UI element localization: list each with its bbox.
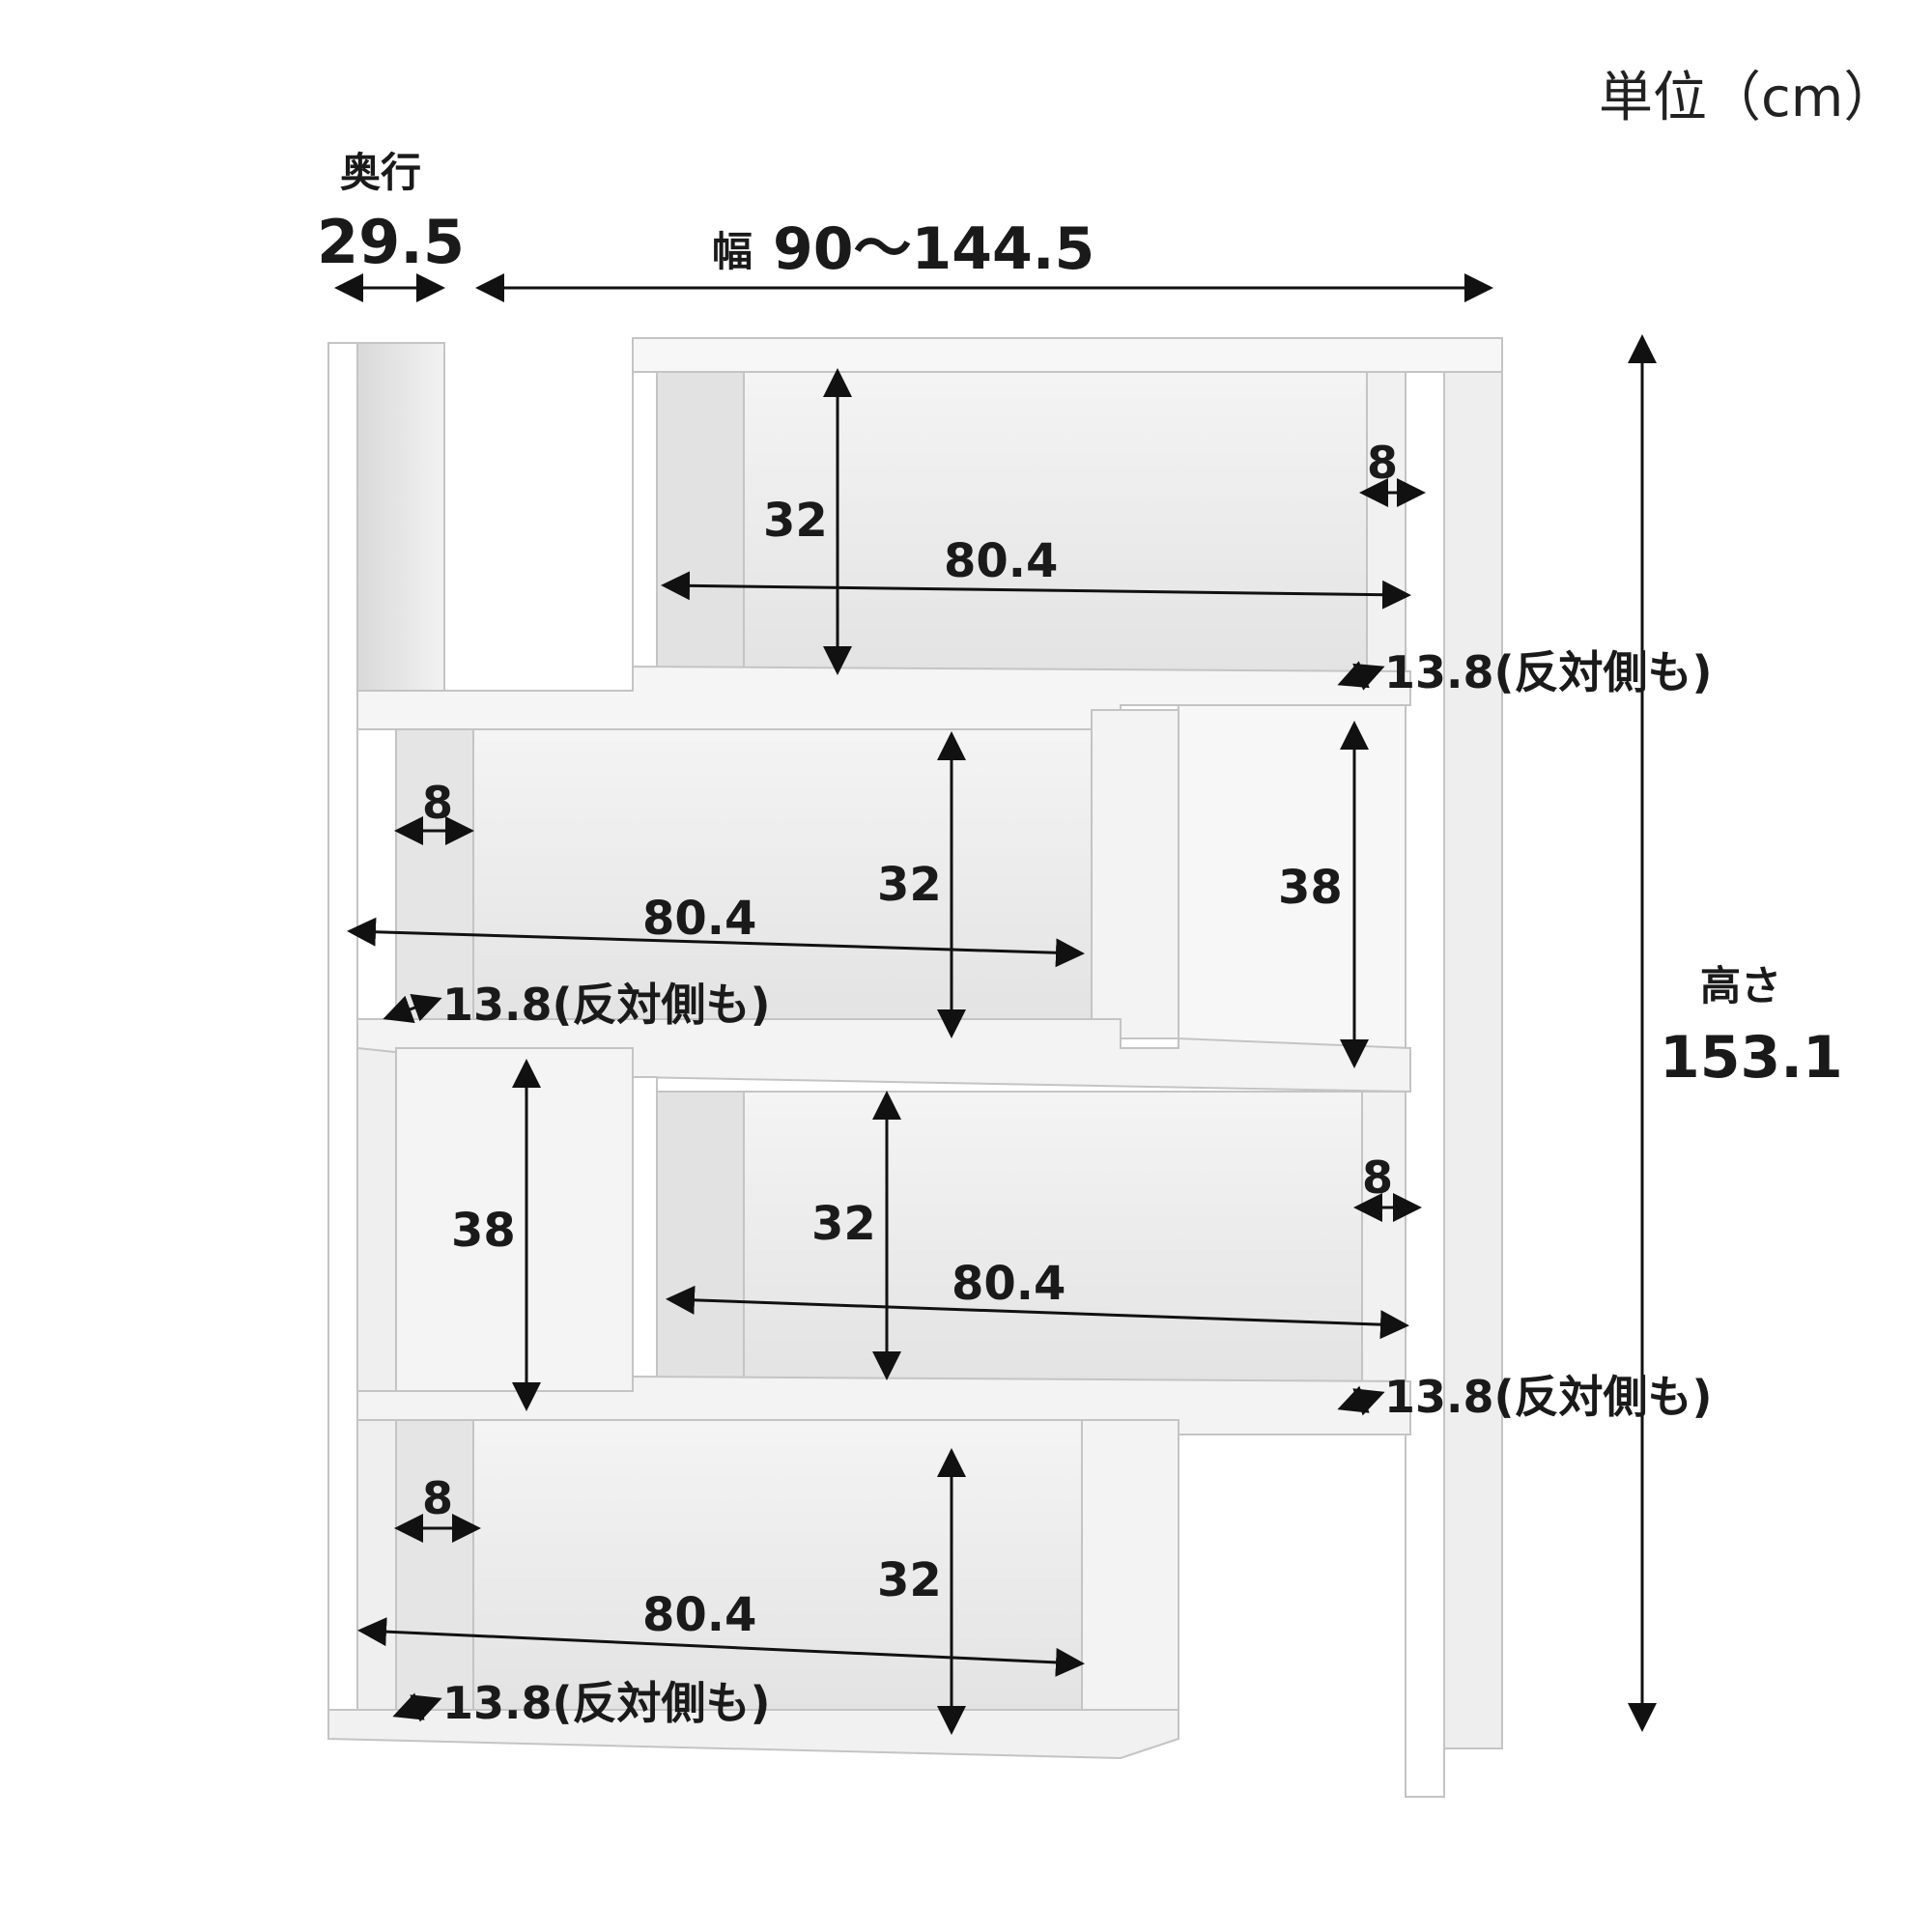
c3-depth-arrow — [1337, 1385, 1385, 1416]
c3-depth-label: 13.8(反対側も) — [1384, 1371, 1713, 1423]
left-post-front — [327, 342, 358, 1740]
unit-label: 単位（cm） — [1599, 67, 1898, 129]
c4-depth-label: 13.8(反対側も) — [442, 1677, 771, 1729]
c3-side-label: 8 — [1362, 1151, 1394, 1204]
height-label: 高さ — [1700, 962, 1782, 1009]
left-post-side — [356, 342, 445, 692]
bottom-board — [327, 1709, 1179, 1760]
c3-height-label: 32 — [811, 1197, 876, 1251]
row3-right-inner-right — [1361, 1091, 1406, 1402]
gap-right-label: 38 — [1278, 861, 1343, 915]
c1-width-label: 80.4 — [944, 534, 1059, 588]
c4-depth-arrow — [392, 1692, 442, 1722]
c4-height-label: 32 — [877, 1553, 942, 1607]
c4-width-arrow — [357, 1617, 1085, 1677]
top-compartment-right-inner — [1366, 371, 1406, 672]
c2-depth-arrow — [383, 994, 442, 1023]
c1-depth-arrow — [1337, 661, 1385, 691]
top-compartment-back — [656, 371, 1402, 672]
width-label: 幅 — [712, 228, 753, 275]
c4-width-label: 80.4 — [642, 1588, 757, 1642]
c1-height-label: 32 — [763, 494, 828, 548]
top-compartment-left-side — [632, 371, 658, 672]
row2-left-back — [356, 728, 1122, 1020]
row3-right-left-side — [632, 1076, 658, 1406]
c4-side-label: 8 — [422, 1472, 454, 1524]
c2-depth-label: 13.8(反対側も) — [442, 979, 771, 1031]
c2-width-arrow — [347, 917, 1085, 968]
row4-left-right-side — [1081, 1419, 1179, 1740]
depth-value: 29.5 — [317, 207, 465, 277]
height-value: 153.1 — [1660, 1024, 1843, 1092]
c3-width-arrow — [666, 1285, 1409, 1340]
depth-label: 奥行 — [340, 149, 422, 196]
c2-height-label: 32 — [877, 858, 942, 912]
row2-left-right-side — [1091, 709, 1179, 1039]
top-compartment-left-inner — [656, 371, 745, 672]
top-compartment-top-panel — [632, 337, 1503, 373]
row4-left-back — [395, 1419, 1083, 1711]
right-post-side — [1443, 337, 1503, 1749]
dimension-lines — [334, 273, 1657, 1735]
gap-left-label: 38 — [451, 1204, 516, 1258]
c1-side-label: 8 — [1367, 437, 1399, 489]
c3-width-label: 80.4 — [952, 1257, 1066, 1311]
c1-depth-label: 13.8(反対側も) — [1384, 646, 1713, 698]
c2-side-label: 8 — [422, 777, 454, 829]
row3-right-back — [656, 1091, 1368, 1382]
row3-right-inner-left — [656, 1091, 745, 1382]
row2-left-inner-side — [395, 728, 474, 1020]
shelf-unit — [327, 337, 1503, 1798]
row4-left-inner-side — [395, 1419, 474, 1711]
width-value: 90〜144.5 — [773, 215, 1095, 283]
c2-width-label: 80.4 — [642, 892, 757, 946]
c1-width-arrow — [661, 571, 1411, 610]
